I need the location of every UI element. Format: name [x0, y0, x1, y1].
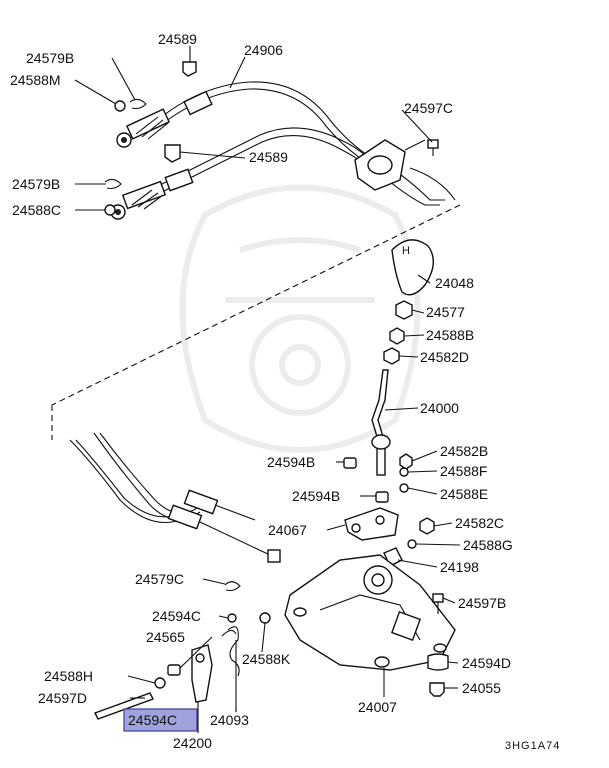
spring-24093	[221, 626, 240, 712]
cable-end-upper	[116, 90, 213, 148]
cable-bracket	[354, 139, 426, 191]
bushing-24594B-a	[343, 457, 357, 469]
label-24594D[interactable]: 24594D	[462, 655, 511, 671]
label-24597C[interactable]: 24597C	[404, 100, 453, 116]
washer-24588G	[407, 539, 417, 549]
label-24597D[interactable]: 24597D	[38, 690, 87, 706]
label-24093[interactable]: 24093	[210, 712, 249, 728]
label-24588E[interactable]: 24588E	[440, 486, 488, 502]
label-24579B-top[interactable]: 24579B	[26, 50, 74, 66]
bolt-24597D	[94, 692, 154, 720]
bushing-24594B-b	[375, 491, 389, 503]
label-24588F[interactable]: 24588F	[440, 463, 487, 479]
bushing-24594D	[427, 653, 449, 671]
shift-cable-assembly	[104, 61, 456, 220]
label-24588K[interactable]: 24588K	[242, 651, 291, 667]
label-24597B[interactable]: 24597B	[458, 595, 506, 611]
label-24055[interactable]: 24055	[462, 680, 501, 696]
label-24577[interactable]: 24577	[426, 304, 465, 320]
lever-bracket-24067	[344, 507, 399, 541]
label-24048[interactable]: 24048	[435, 275, 474, 291]
label-24067[interactable]: 24067	[268, 522, 307, 538]
washer-24588H	[154, 677, 166, 689]
shift-knob-24048: H	[391, 239, 434, 296]
label-24588G[interactable]: 24588G	[463, 537, 513, 553]
selected-part-highlight	[123, 708, 198, 732]
bolt-24055	[429, 682, 445, 697]
clip-upper	[182, 61, 197, 77]
label-24582D[interactable]: 24582D	[420, 349, 469, 365]
label-24582B[interactable]: 24582B	[440, 443, 488, 459]
label-24906[interactable]: 24906	[244, 42, 283, 58]
label-24588B[interactable]: 24588B	[426, 327, 474, 343]
cable-end-lower	[110, 168, 194, 220]
label-24007[interactable]: 24007	[358, 699, 397, 715]
clip-middle	[164, 144, 181, 163]
washer-24588F	[399, 467, 409, 477]
label-24198[interactable]: 24198	[440, 559, 479, 575]
label-24588H[interactable]: 24588H	[44, 668, 93, 684]
washer-24588K	[259, 612, 271, 624]
washer-24588E	[399, 483, 409, 493]
nut-24588B	[389, 327, 405, 345]
label-24582C[interactable]: 24582C	[455, 515, 504, 531]
clip-24579C	[224, 581, 241, 592]
pin-24579B-top	[129, 98, 147, 110]
shifter-base-24007	[284, 554, 456, 671]
shift-lever-24000	[371, 369, 391, 476]
washer-24594C-top	[227, 613, 237, 623]
svg-text:H: H	[402, 245, 411, 257]
label-24200[interactable]: 24200	[173, 735, 212, 751]
part-labels: 24579B 24588M 24589 24906 24597C 24589 2…	[10, 31, 560, 752]
nut-24582B	[399, 453, 413, 470]
lower-cables	[69, 432, 281, 563]
leader-lines	[74, 46, 461, 733]
nut-24577	[395, 300, 413, 320]
lever-24200	[191, 644, 213, 703]
label-24579C[interactable]: 24579C	[135, 571, 184, 587]
label-24000[interactable]: 24000	[420, 400, 459, 416]
label-24589-top[interactable]: 24589	[158, 31, 197, 47]
guide-line-top	[51, 204, 461, 406]
washer-24588M	[114, 100, 126, 112]
watermark-emblem	[179, 184, 421, 453]
label-24565[interactable]: 24565	[146, 629, 185, 645]
nut-24582C	[419, 517, 435, 535]
bushing-24565	[167, 664, 181, 676]
label-24594C-a[interactable]: 24594C	[152, 608, 201, 624]
label-24589-mid[interactable]: 24589	[249, 149, 288, 165]
figure-code: 3HG1A74	[505, 740, 560, 752]
label-24594B-b[interactable]: 24594B	[292, 488, 340, 504]
label-24579B-mid[interactable]: 24579B	[12, 176, 60, 192]
nut-24582D	[383, 347, 400, 365]
label-24594C-selected[interactable]: 24594C	[128, 712, 177, 728]
label-24594B-a[interactable]: 24594B	[267, 454, 315, 470]
label-24588M[interactable]: 24588M	[10, 72, 61, 88]
washer-24588C	[104, 204, 116, 216]
pin-24579B-mid	[104, 178, 122, 190]
bolt-24597C	[427, 139, 439, 156]
label-24588C[interactable]: 24588C	[12, 202, 61, 218]
